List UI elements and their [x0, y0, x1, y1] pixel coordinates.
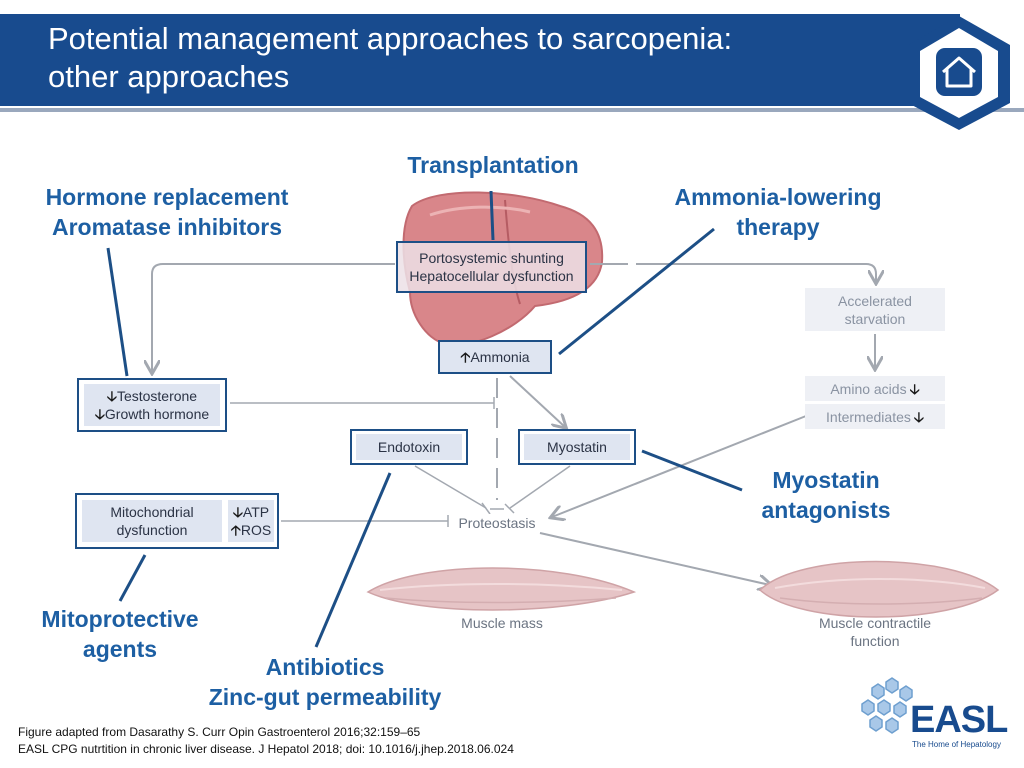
label-mitoprotective: Mitoprotective agents — [20, 604, 220, 664]
atp-ros-box: 🡣ATP 🡡ROS — [228, 500, 274, 542]
easl-hexagon-cluster — [861, 677, 913, 734]
endotoxin-text: Endotoxin — [377, 439, 441, 455]
accel-line1: Accelerated — [838, 292, 912, 309]
references: Figure adapted from Dasarathy S. Curr Op… — [18, 724, 514, 758]
label-ammonia-lowering-line1: Ammonia-lowering — [674, 184, 882, 210]
down-arrow-icon: 🡣 — [94, 406, 105, 422]
down-arrow-icon: 🡣 — [913, 408, 924, 425]
ros-row: 🡡ROS — [228, 521, 274, 539]
page-title: Potential management approaches to sarco… — [48, 20, 732, 96]
label-transplantation: Transplantation — [407, 152, 579, 178]
atp-text: ATP — [242, 504, 270, 520]
mito-frame — [75, 493, 279, 549]
down-arrow-icon: 🡣 — [106, 388, 117, 404]
growth-hormone-text: Growth hormone — [104, 406, 210, 422]
label-mitoprotective-line1: Mitoprotective — [41, 606, 199, 632]
intermediates-text: Intermediates — [826, 408, 911, 425]
liver-box: Portosystemic shunting Hepatocellular dy… — [396, 241, 587, 293]
easl-wordmark: EASL — [910, 699, 1008, 741]
contractile-line1: Muscle contractile — [818, 615, 932, 631]
intermediates-box: Intermediates🡣 — [805, 404, 945, 429]
testosterone-text: Testosterone — [116, 388, 198, 404]
title-underline — [0, 108, 1024, 112]
liver-box-line2: Hepatocellular dysfunction — [409, 268, 574, 284]
label-ammonia-lowering-line2: therapy — [736, 214, 820, 240]
reference-line2: EASL CPG nutrtition in chronic liver dis… — [18, 742, 514, 756]
label-mitoprotective-line2: agents — [82, 636, 158, 662]
contractile-line2: function — [850, 633, 900, 649]
mito-box: Mitochondrial dysfunction — [82, 500, 222, 542]
atp-row: 🡣ATP — [228, 503, 274, 521]
accelerated-starvation-box: Accelerated starvation — [805, 288, 945, 331]
label-myostatin-antagonists-line2: antagonists — [761, 497, 891, 523]
amino-acids-text: Amino acids — [830, 380, 907, 397]
label-myostatin-antagonists: Myostatin antagonists — [740, 465, 912, 525]
up-arrow-icon: 🡡 — [230, 522, 241, 538]
muscle-contractile-label: Muscle contractile function — [800, 614, 950, 650]
label-antibiotics-line1: Antibiotics — [265, 654, 385, 680]
ros-text: ROS — [240, 522, 272, 538]
reference-line1: Figure adapted from Dasarathy S. Curr Op… — [18, 725, 421, 739]
endotoxin-box: Endotoxin — [356, 434, 462, 460]
title-bar — [0, 14, 960, 106]
endotoxin-frame — [350, 429, 468, 465]
hormone-frame — [77, 378, 227, 432]
myostatin-box: Myostatin — [524, 434, 630, 460]
ammonia-box: 🡡Ammonia — [438, 340, 552, 374]
page-title-line2: other approaches — [48, 59, 290, 94]
page-title-line1: Potential management approaches to sarco… — [48, 21, 733, 56]
label-myostatin-antagonists-line1: Myostatin — [772, 467, 880, 493]
mito-line1: Mitochondrial — [110, 504, 194, 520]
amino-acids-box: Amino acids🡣 — [805, 376, 945, 401]
label-hormone-replacement: Hormone replacement Aromatase inhibitors — [20, 182, 314, 242]
testosterone-row: 🡣Testosterone — [84, 387, 220, 405]
home-icon[interactable] — [905, 14, 1013, 132]
label-hormone-line1: Hormone replacement — [45, 184, 289, 210]
up-arrow-icon: 🡡 — [460, 349, 471, 365]
down-arrow-icon: 🡣 — [909, 380, 920, 397]
label-antibiotics: Antibiotics Zinc-gut permeability — [180, 652, 470, 712]
easl-logo: EASL The Home of Hepatology — [858, 676, 1008, 760]
down-arrow-icon: 🡣 — [232, 504, 243, 520]
growth-hormone-row: 🡣Growth hormone — [84, 405, 220, 423]
myostatin-frame — [518, 429, 636, 465]
myostatin-text: Myostatin — [547, 439, 607, 455]
hormone-box: 🡣Testosterone 🡣Growth hormone — [84, 384, 220, 426]
mito-line2: dysfunction — [116, 522, 188, 538]
liver-box-line1: Portosystemic shunting — [419, 250, 564, 266]
accel-line2: starvation — [844, 310, 906, 327]
proteostasis-label: Proteostasis — [452, 514, 542, 532]
label-ammonia-lowering: Ammonia-lowering therapy — [650, 182, 906, 242]
label-hormone-line2: Aromatase inhibitors — [51, 214, 283, 240]
ammonia-text: Ammonia — [470, 349, 530, 365]
label-antibiotics-line2: Zinc-gut permeability — [208, 684, 442, 710]
muscle-mass-label: Muscle mass — [461, 615, 543, 631]
easl-tagline: The Home of Hepatology — [912, 740, 1001, 749]
